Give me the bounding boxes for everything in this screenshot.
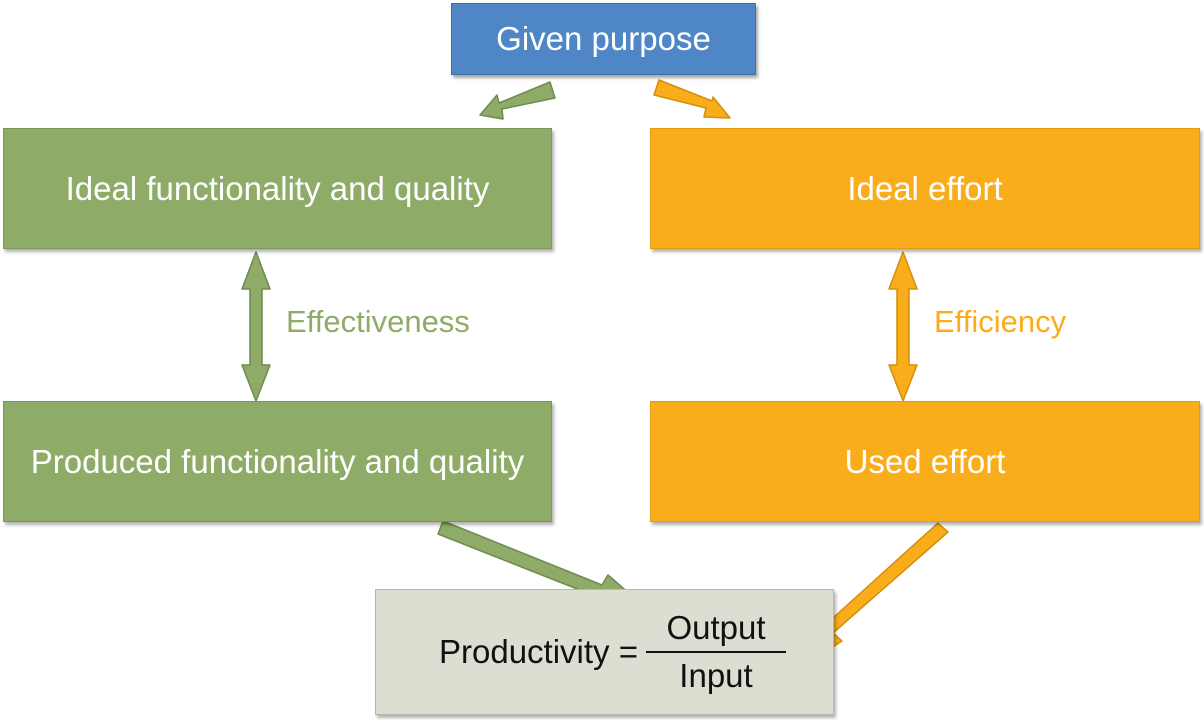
productivity-formula: Productivity = Output Input bbox=[439, 609, 786, 695]
ideal-effort-label: Ideal effort bbox=[847, 169, 1003, 207]
efficiency-double-arrow bbox=[888, 251, 918, 402]
formula-denominator: Input bbox=[679, 657, 753, 694]
purpose-to-effort-arrow bbox=[653, 79, 731, 119]
formula-numerator: Output bbox=[646, 609, 786, 653]
productivity-formula-box: Productivity = Output Input bbox=[375, 589, 834, 715]
ideal-functionality-box: Ideal functionality and quality bbox=[3, 128, 552, 249]
efficiency-label: Efficiency bbox=[934, 304, 1067, 339]
used-effort-box: Used effort bbox=[650, 401, 1200, 522]
given-purpose-label: Given purpose bbox=[496, 20, 711, 57]
given-purpose-box: Given purpose bbox=[451, 3, 756, 75]
used-effort-label: Used effort bbox=[844, 442, 1006, 480]
ideal-effort-box: Ideal effort bbox=[650, 128, 1200, 249]
formula-lhs: Productivity = bbox=[439, 633, 638, 670]
ideal-functionality-label: Ideal functionality and quality bbox=[65, 169, 490, 207]
effectiveness-double-arrow bbox=[241, 251, 271, 402]
purpose-to-functionality-arrow bbox=[479, 81, 556, 120]
produced-functionality-box: Produced functionality and quality bbox=[3, 401, 552, 522]
produced-functionality-label: Produced functionality and quality bbox=[30, 442, 525, 480]
effectiveness-label: Effectiveness bbox=[286, 304, 470, 339]
formula-fraction: Output Input bbox=[646, 609, 786, 695]
